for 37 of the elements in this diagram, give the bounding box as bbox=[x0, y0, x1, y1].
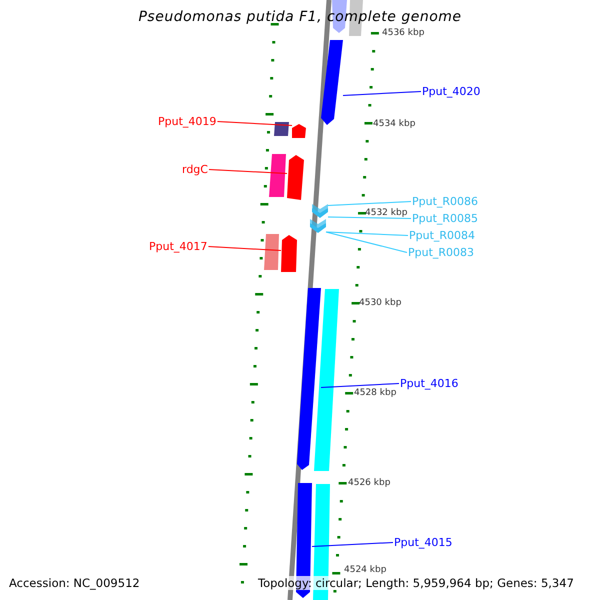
accession-text: Accession: NC_009512 bbox=[9, 576, 140, 590]
gene-label: rdgC bbox=[182, 163, 208, 176]
gene-label: Pput_4016 bbox=[400, 377, 458, 390]
gene-label: Pput_R0086 bbox=[412, 195, 478, 208]
leader-line bbox=[326, 232, 408, 236]
scale-label: 4534 kbp bbox=[373, 119, 416, 130]
gene-feature bbox=[297, 288, 321, 470]
map-title: Pseudomonas putida F1, complete genome bbox=[137, 9, 463, 25]
gene-feature bbox=[292, 124, 306, 138]
gene-feature bbox=[321, 40, 343, 125]
gene-label: Pput_4020 bbox=[422, 85, 480, 98]
chevron-marker bbox=[310, 219, 326, 233]
scale-label: 4528 kbp bbox=[354, 388, 396, 399]
leader-line bbox=[208, 246, 282, 251]
scale-label: 4526 kbp bbox=[348, 478, 390, 489]
gene-label: Pput_4019 bbox=[158, 115, 216, 128]
gene-label: Pput_4015 bbox=[394, 536, 452, 549]
gene-feature bbox=[281, 235, 297, 272]
leader-line bbox=[208, 169, 288, 174]
scale-label: 4532 kbp bbox=[365, 208, 408, 219]
leader-line bbox=[328, 201, 412, 206]
leader-line bbox=[328, 216, 412, 219]
leader-line bbox=[320, 383, 400, 388]
gene-label: Pput_R0083 bbox=[408, 246, 474, 259]
gene-label: Pput_R0085 bbox=[412, 212, 478, 225]
topology-text: Topology: circular; Length: 5,959,964 bp; Genes: 5,347 bbox=[258, 576, 574, 590]
leader-line bbox=[342, 91, 422, 96]
scale-label: 4536 kbp bbox=[382, 28, 424, 39]
gene-feature bbox=[287, 155, 304, 200]
scale-label: 4524 kbp bbox=[344, 565, 386, 576]
gene-label: Pput_R0084 bbox=[409, 229, 476, 242]
scale-label: 4530 kbp bbox=[359, 298, 402, 309]
leader-line bbox=[326, 232, 408, 253]
gene-label: Pput_4017 bbox=[149, 240, 208, 253]
leader-line bbox=[216, 121, 292, 126]
leader-line bbox=[312, 542, 394, 547]
chevron-marker bbox=[312, 204, 328, 218]
